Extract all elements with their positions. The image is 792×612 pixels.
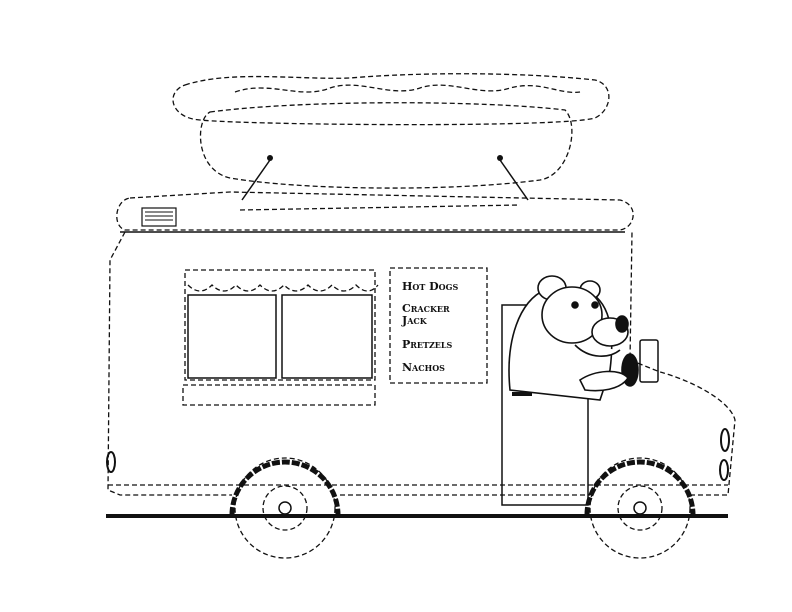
menu-item-jack: Jack	[401, 314, 428, 327]
menu-item-pretzels: Pretzels	[402, 338, 453, 351]
side-mirror	[639, 339, 659, 383]
menu-item-hot-dogs: Hot Dogs	[402, 280, 458, 293]
rear-wheel	[229, 457, 341, 559]
truck-roof	[116, 191, 634, 231]
menu-item-nachos: Nachos	[402, 361, 445, 374]
headlight-top	[720, 428, 730, 452]
hot-dog-bun	[172, 73, 610, 126]
truck-body	[107, 231, 736, 496]
roof-vent	[141, 207, 177, 227]
menu-item-cracker: Cracker	[402, 302, 450, 315]
rear-light	[106, 451, 116, 473]
roof-supports	[241, 155, 529, 201]
hot-dog-sausage	[199, 102, 573, 189]
menu-board	[389, 267, 488, 384]
front-wheel	[584, 457, 696, 559]
bear-driver	[508, 275, 639, 401]
mustard-squiggle	[234, 84, 581, 94]
service-window	[182, 269, 379, 406]
headlight-bottom	[719, 459, 729, 481]
